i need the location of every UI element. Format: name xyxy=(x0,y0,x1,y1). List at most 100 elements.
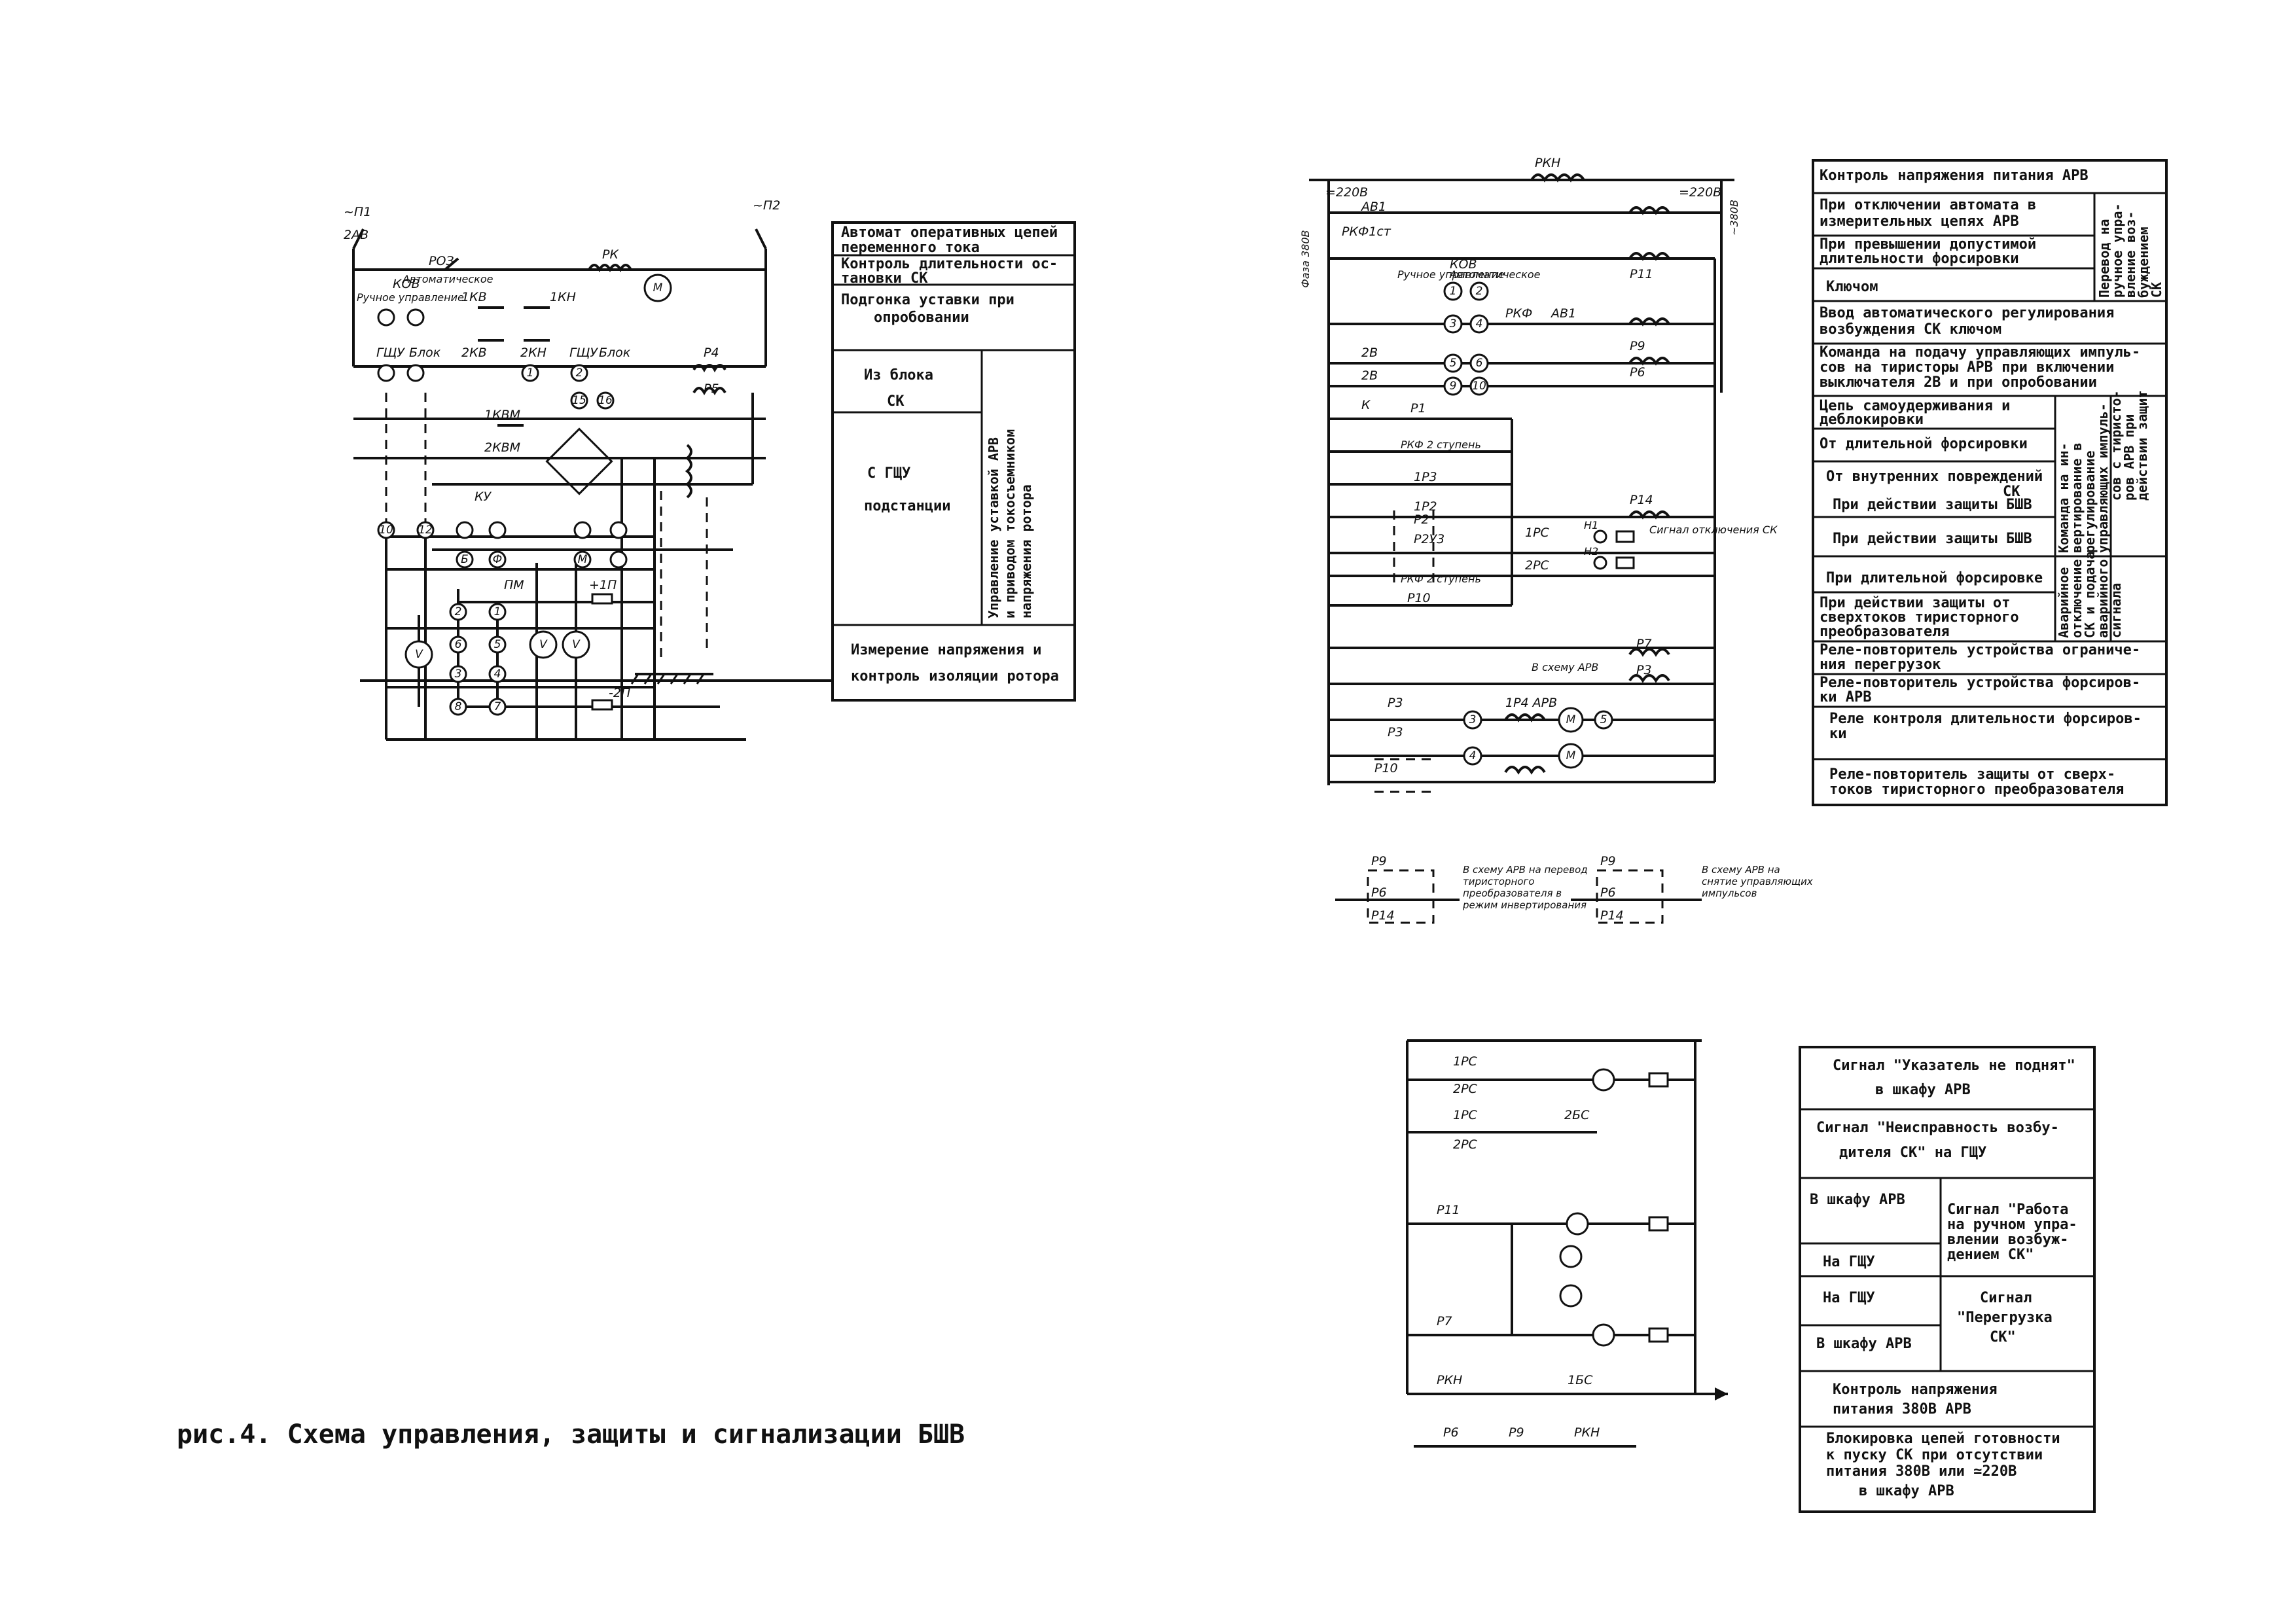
table-vertical-text: Перевод на xyxy=(2096,219,2112,298)
terminal-num: 8 xyxy=(455,700,462,713)
label: Р6 xyxy=(1371,885,1387,900)
label: Р3 xyxy=(1388,725,1403,740)
label: Фаза 380В xyxy=(1299,230,1312,289)
table-vertical-text: ручное упра- xyxy=(2109,204,2125,298)
label: 2РС xyxy=(1453,1082,1478,1096)
label: Р1 xyxy=(1410,401,1426,416)
terminal-num: 10 xyxy=(1472,380,1486,393)
table-cell: ки xyxy=(1829,726,1847,742)
label: РК xyxy=(602,247,619,262)
terminal-num: 5 xyxy=(494,638,501,651)
label: РКФ xyxy=(1505,306,1532,321)
pulses-note: В схему АРВ на снятие управляющих импуль… xyxy=(1702,864,1813,899)
table-cell: При действии защиты БШВ xyxy=(1833,497,2032,513)
terminal-num: 7 xyxy=(494,700,501,713)
table-cell: переменного тока xyxy=(841,240,980,256)
label: Р4 xyxy=(704,346,719,360)
table-vertical-text: СК и подача xyxy=(2082,552,2098,638)
label: В схему АРВ xyxy=(1532,661,1598,673)
table-vertical-text: действии защит xyxy=(2134,390,2150,501)
label: 1КН xyxy=(550,290,576,304)
table-cell: "Перегрузка xyxy=(1957,1310,2053,1326)
table-cell: В шкафу АРВ xyxy=(1810,1192,1905,1208)
label: Р11 xyxy=(1630,267,1653,281)
table-cell: выключателя 2В и при опробовании xyxy=(1820,374,2097,391)
terminal-num: 5 xyxy=(1600,713,1607,726)
label: 1КВМ xyxy=(484,408,520,422)
label: Р7 xyxy=(1437,1314,1452,1329)
label: ПМ xyxy=(504,578,524,592)
label: ГЩУ xyxy=(376,346,405,360)
table-cell: контроль изоляции ротора xyxy=(851,668,1059,685)
label: РКФ 2 ступень xyxy=(1401,573,1481,585)
terminal-num: 1 xyxy=(494,605,501,618)
label: 2КВМ xyxy=(484,440,520,455)
label: Р14 xyxy=(1371,908,1395,923)
right-mid-schematic: Р9 Р6 Р14 Р9 Р6 Р14 В схему АРВ на перев… xyxy=(1335,854,1813,924)
motor-symbol xyxy=(643,274,672,302)
label: 2РС xyxy=(1453,1137,1478,1152)
terminal-num: 5 xyxy=(1450,357,1457,370)
label: Ручное управление xyxy=(357,291,464,304)
label: 1Р3 xyxy=(1414,470,1437,484)
label: +1П xyxy=(589,578,617,592)
terminal-num: 2 xyxy=(455,605,462,618)
terminal-num: 9 xyxy=(1450,380,1457,393)
label: ~П2 xyxy=(753,198,780,213)
label: Р6 xyxy=(1630,365,1645,380)
table-cell: Автомат оперативных цепей xyxy=(841,224,1058,241)
svg-text:V: V xyxy=(572,638,581,651)
terminal-num: 4 xyxy=(1476,317,1483,330)
table-cell: опробовании xyxy=(874,310,969,326)
table-cell: При превышении допустимой xyxy=(1820,236,2036,253)
label: Р11 xyxy=(1437,1203,1460,1217)
table-cell: Из блока xyxy=(864,367,933,383)
table-vertical-text: управляющих импуль- xyxy=(2095,403,2111,553)
label: Блок xyxy=(409,346,441,360)
label: ГЩУ xyxy=(569,346,598,360)
motor-label: М xyxy=(1566,713,1576,726)
label: 2АВ xyxy=(344,228,368,242)
table-cell: СК" xyxy=(1990,1329,2016,1346)
label: Р9 xyxy=(1630,339,1645,353)
table-cell: токов тиристорного преобразователя xyxy=(1829,781,2124,798)
right-description-table: Контроль напряжения питания АРВ При откл… xyxy=(1812,159,2168,806)
table-cell: Реле контроля длительности форсиров- xyxy=(1829,711,2142,727)
label: Р2У3 xyxy=(1414,532,1444,546)
right-top-schematic: М М 1 2 3 4 5 6 9 10 3 5 4 Фаза 380В ~38… xyxy=(1299,156,1778,793)
table-cell: ки АРВ xyxy=(1820,689,1871,705)
table-cell: в шкафу АРВ xyxy=(1875,1082,1971,1098)
table-cell: Контроль длительности ос- xyxy=(841,256,1058,272)
terminal-num: 10 xyxy=(379,524,393,537)
label: 1РС xyxy=(1453,1054,1478,1069)
table-cell: Ключом xyxy=(1826,279,1878,295)
voltmeter-3 xyxy=(562,630,590,659)
label: 1Р4 АРВ xyxy=(1505,696,1557,710)
terminal-num: 3 xyxy=(1450,317,1457,330)
label: Р3 xyxy=(1388,696,1403,710)
table-vertical-text: и приводом токосъемником xyxy=(1002,429,1018,618)
table-vertical-text: регулирование xyxy=(2082,450,2098,553)
table-cell: СК xyxy=(2003,484,2020,500)
terminal-num: 6 xyxy=(1476,357,1483,370)
terminal-num: 15 xyxy=(572,394,586,407)
table-vertical-text: отключение xyxy=(2069,560,2085,638)
table-cell: При действии защиты БШВ xyxy=(1833,531,2032,547)
table-vertical-text: СК xyxy=(2149,282,2164,298)
label: РКФ 2 ступень xyxy=(1401,438,1481,451)
table-cell: Подгонка уставки при xyxy=(841,292,1014,308)
label: 1КВ xyxy=(461,290,487,304)
table-cell: сов на тиристоры АРВ при включении xyxy=(1820,359,2114,376)
table-vertical-text: сов с тиристо- xyxy=(2108,390,2124,501)
table-cell: При отключении автомата в xyxy=(1820,197,2036,213)
table-cell: С ГЩУ xyxy=(867,465,910,482)
table-vertical-text: аварийного xyxy=(2095,560,2111,638)
table-cell: Реле-повторитель защиты от сверх- xyxy=(1829,766,2115,783)
table-vertical-text: сигнала xyxy=(2108,583,2124,638)
label: Автоматическое xyxy=(402,273,493,285)
table-cell: питания 380В АРВ xyxy=(1833,1401,1971,1418)
svg-text:V: V xyxy=(539,638,548,651)
label: РКН xyxy=(1574,1425,1600,1440)
terminal-num: 16 xyxy=(598,394,613,407)
